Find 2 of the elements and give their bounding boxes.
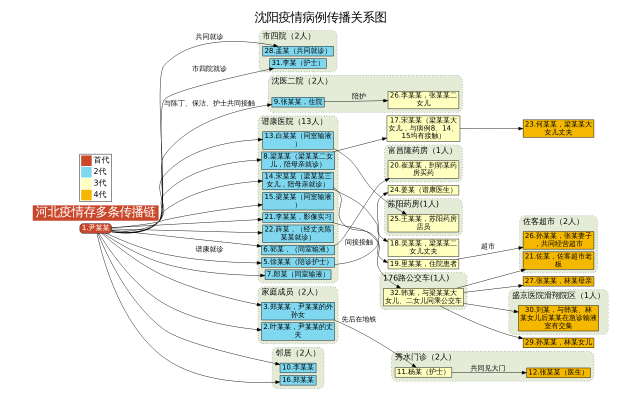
label: 河北疫情存多条传播链 [35, 205, 156, 220]
diagram-title: 沈阳疫情病例传播关系图 [254, 10, 386, 24]
